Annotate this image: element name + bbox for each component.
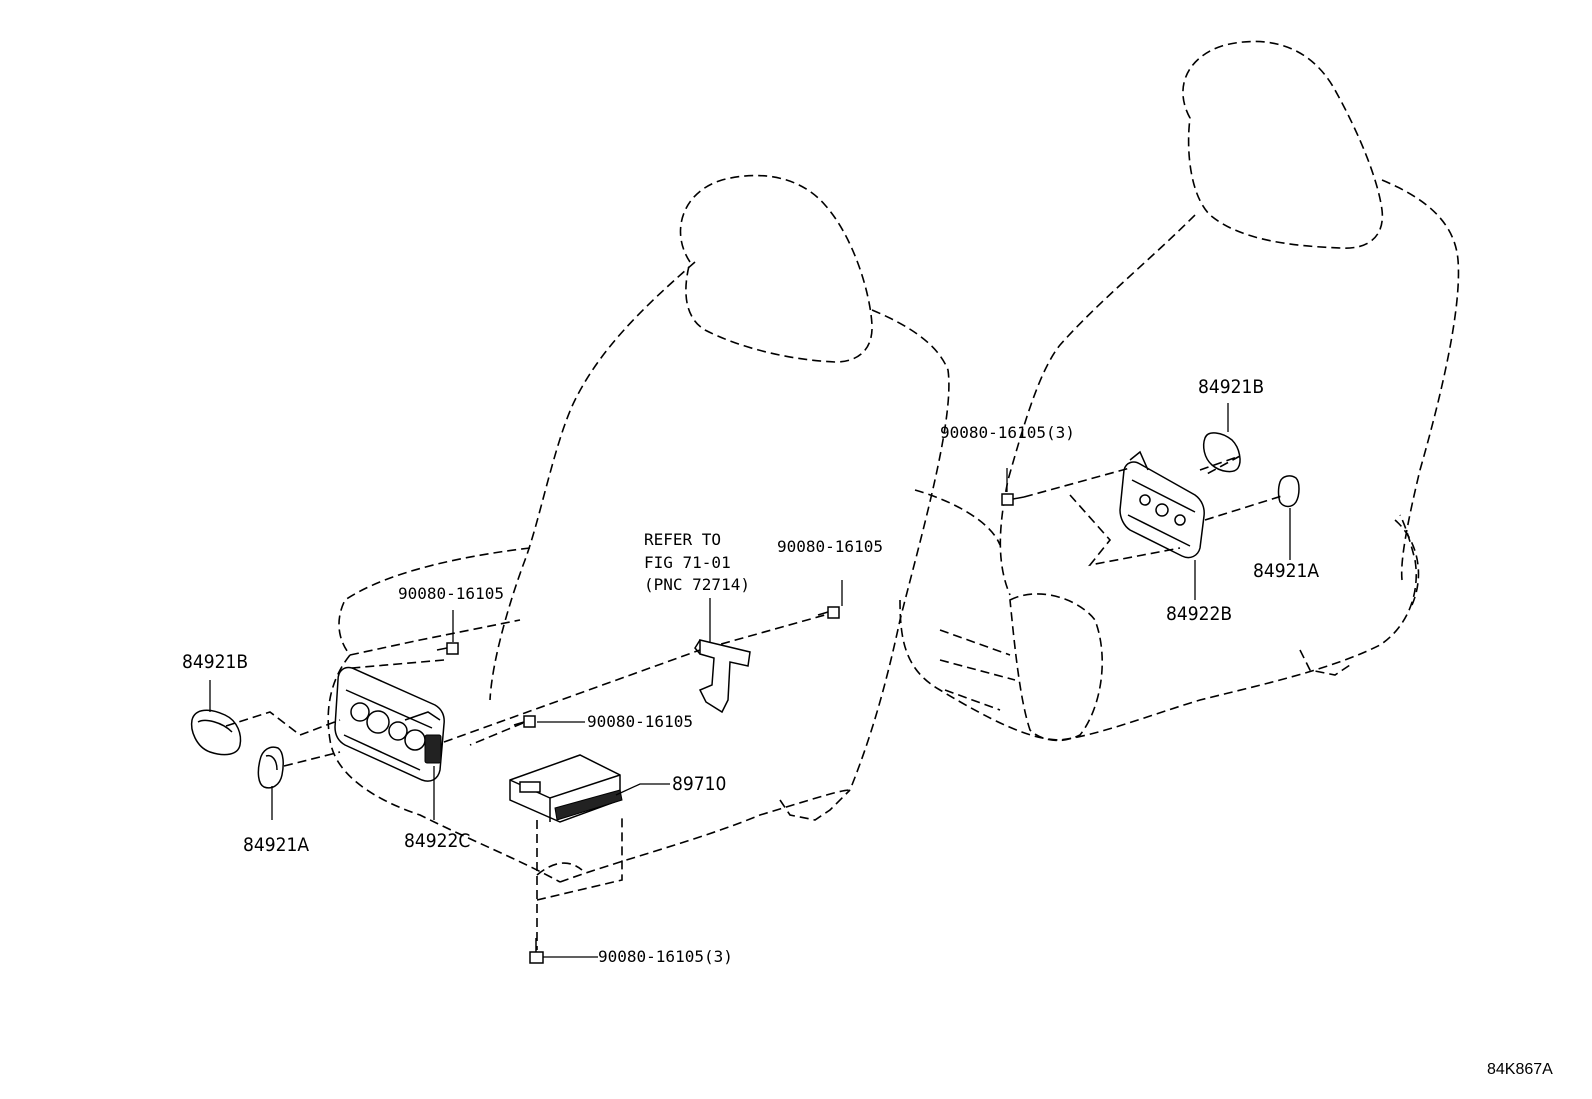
bolt-left-mid	[513, 715, 536, 728]
leader-lines	[209, 403, 1291, 958]
label-84922C: 84922C	[404, 830, 470, 852]
knob-84921B-right	[1202, 432, 1241, 473]
ecu-mount-lines	[536, 818, 623, 950]
right-assembly-lines	[1023, 455, 1286, 567]
label-refer-line3: (PNC 72714)	[644, 575, 750, 594]
switch-panel-84922C	[334, 666, 445, 782]
ecu-89710	[509, 754, 623, 823]
knob-84921B-left	[190, 709, 242, 756]
label-84921A-right: 84921A	[1253, 560, 1319, 582]
label-refer-line2: FIG 71-01	[644, 553, 731, 572]
label-ecu-89710: 89710	[672, 773, 726, 795]
label-bolt-left-right: 90080-16105	[777, 537, 883, 556]
label-bolt-left-upper: 90080-16105	[398, 584, 504, 603]
bolt-right	[1001, 493, 1025, 506]
figure-code: 84K867A	[1487, 1061, 1553, 1078]
right-seat-outline	[899, 40, 1460, 742]
label-84921B-left: 84921B	[182, 651, 248, 673]
bolt-left-upper	[436, 642, 459, 655]
label-bolt-left-bottom: 90080-16105(3)	[598, 947, 733, 966]
label-84921A-left: 84921A	[243, 834, 309, 856]
bolt-left-bottom	[529, 938, 544, 964]
label-refer-line1: REFER TO	[644, 530, 721, 549]
switch-panel-84922B	[1119, 450, 1205, 559]
label-bolt-right: 90080-16105(3)	[940, 423, 1075, 442]
bracket-pnc-72714	[694, 639, 751, 714]
label-bolt-left-mid: 90080-16105	[587, 712, 693, 731]
label-84921B-right: 84921B	[1198, 376, 1264, 398]
left-assembly-lines	[225, 612, 833, 767]
left-seat-outline	[327, 174, 950, 883]
knob-84921A-right	[1277, 475, 1300, 508]
bolt-left-right	[817, 606, 840, 619]
knob-84921A-left	[257, 746, 284, 789]
label-84922B: 84922B	[1166, 603, 1232, 625]
